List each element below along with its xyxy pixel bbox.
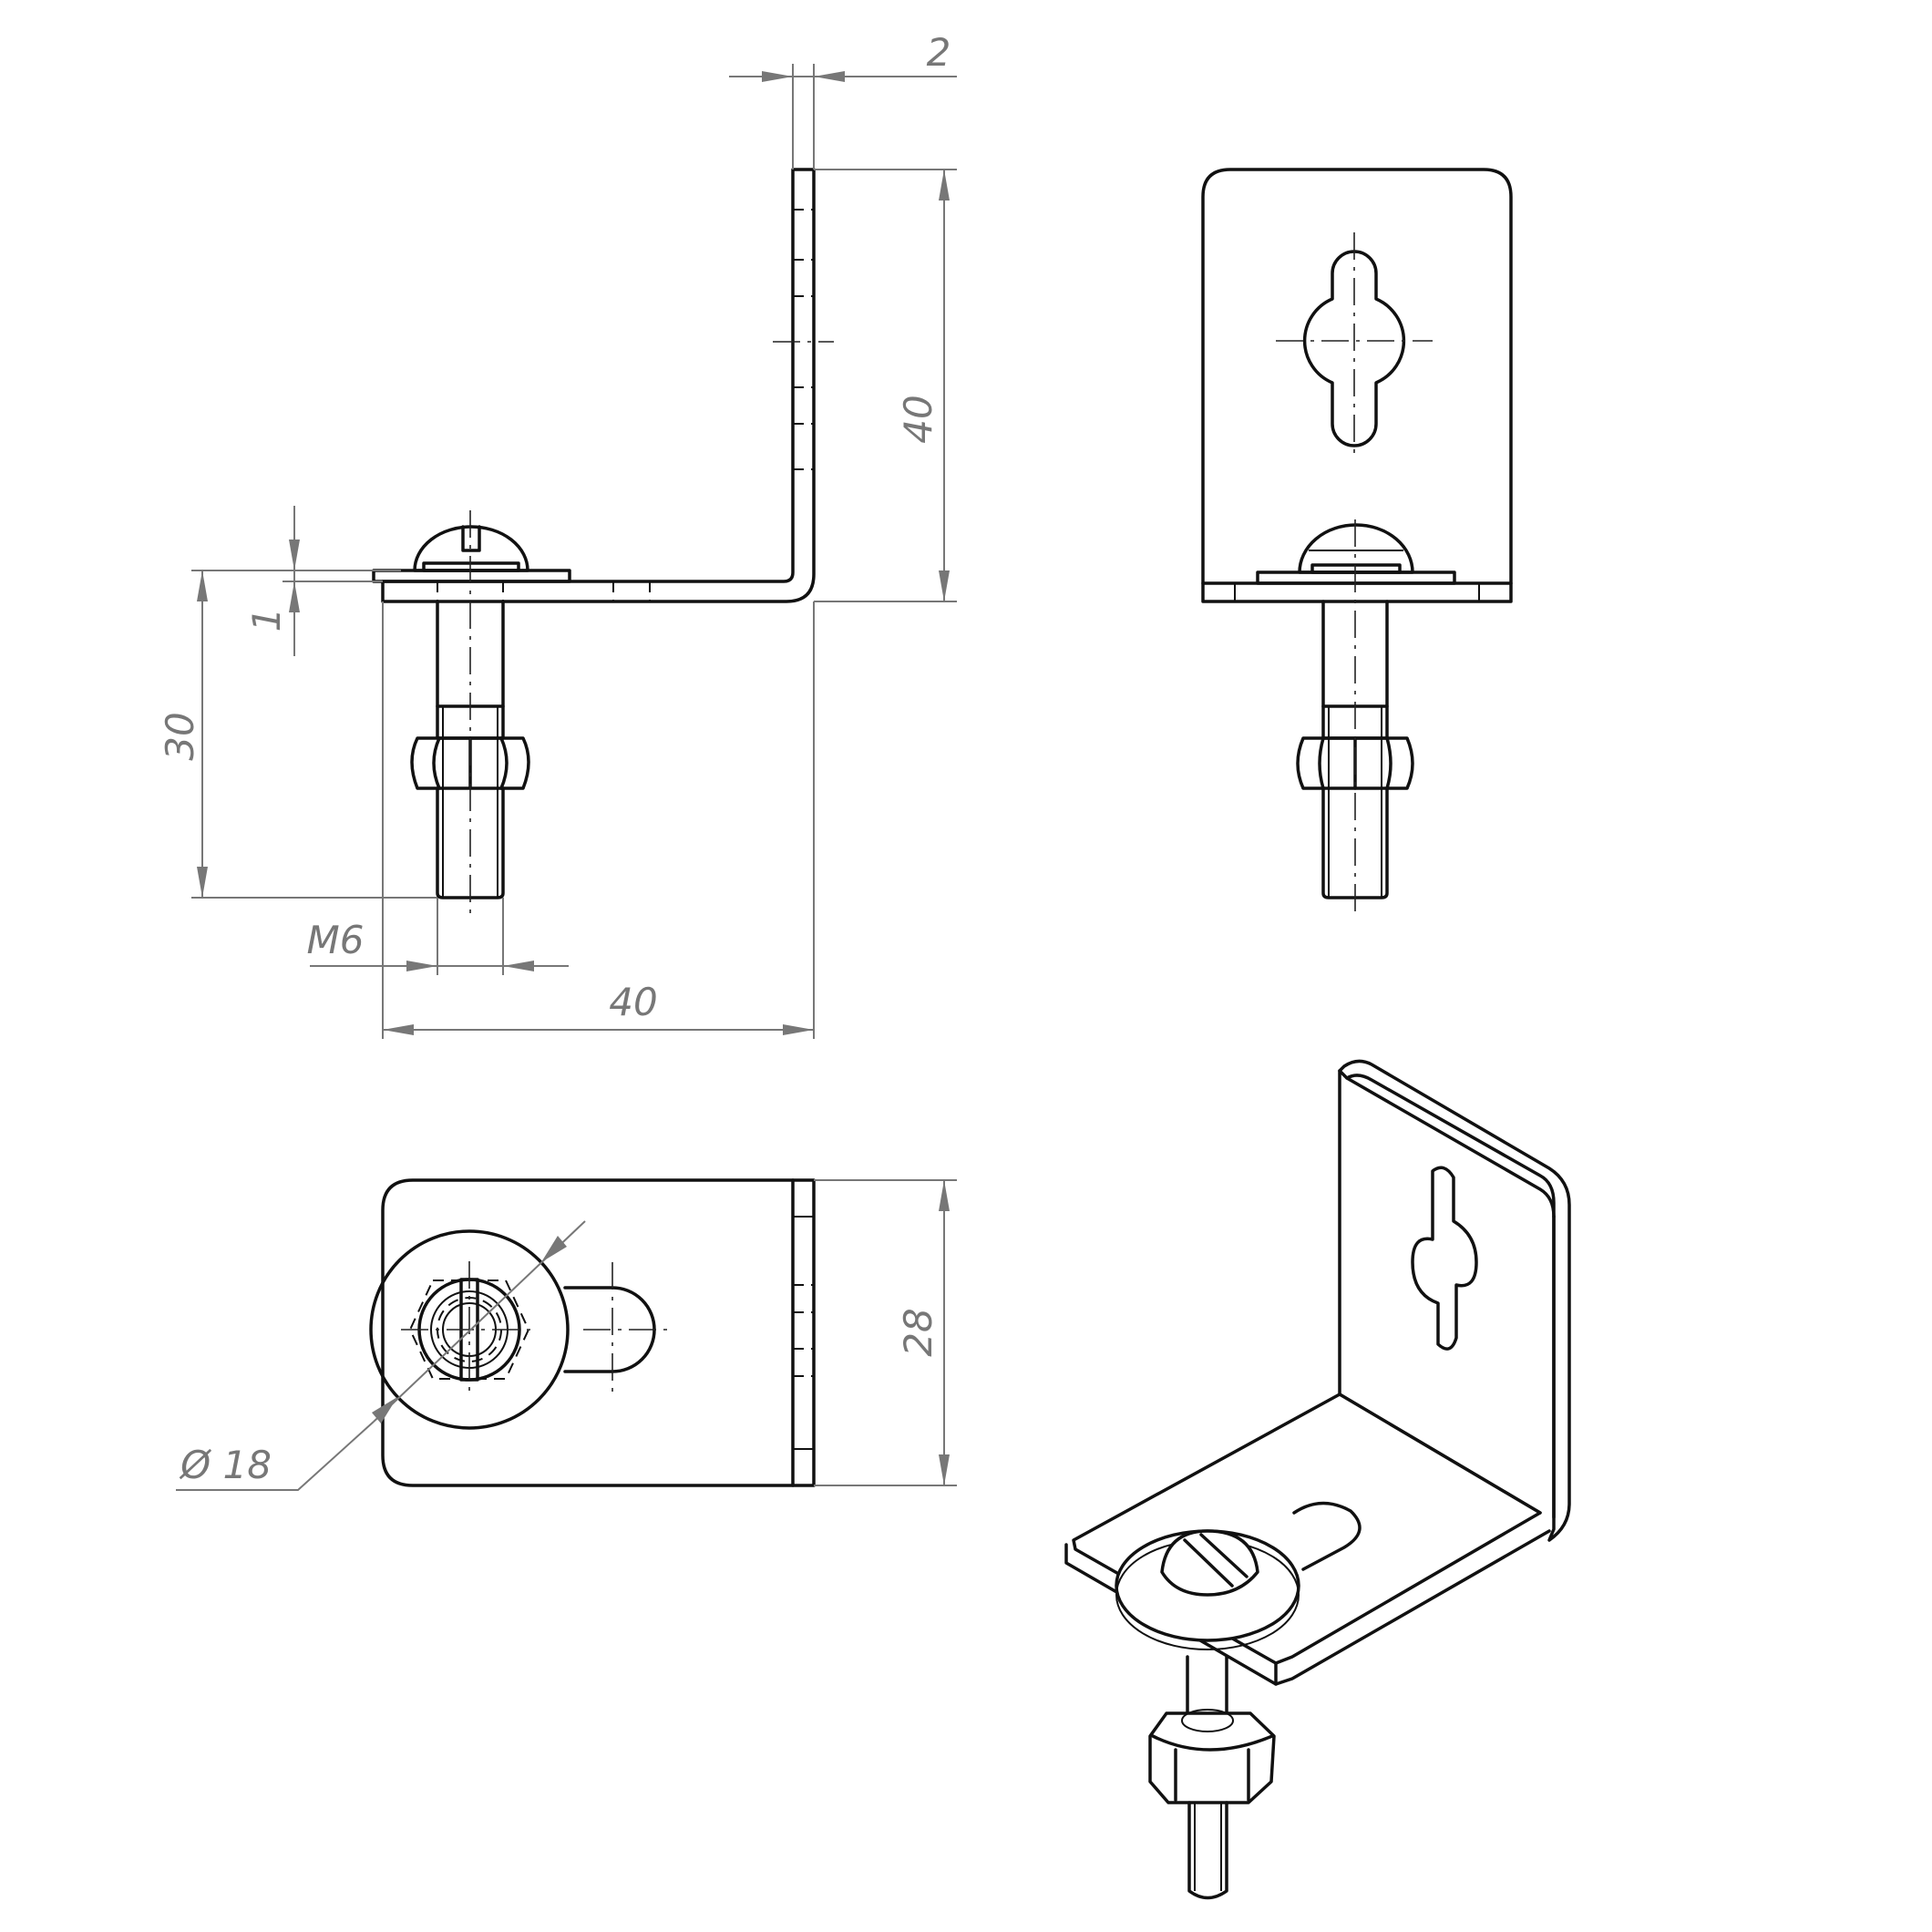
side-view bbox=[1201, 168, 1513, 911]
top-view-dimensions: 28 Ø 18 bbox=[176, 1179, 957, 1491]
top-view bbox=[369, 1178, 816, 1487]
dim-height: 40 bbox=[896, 395, 940, 443]
front-view-dimensions: 2 40 1 30 M6 40 bbox=[158, 30, 957, 1039]
dim-thread: M6 bbox=[307, 918, 365, 962]
dim-washer-thickness: 1 bbox=[244, 608, 289, 632]
dim-width: 28 bbox=[896, 1308, 940, 1356]
front-view bbox=[372, 168, 834, 916]
dim-thickness: 2 bbox=[927, 30, 951, 75]
isometric-view bbox=[1064, 1059, 1571, 1900]
dim-washer-diameter: Ø 18 bbox=[179, 1443, 272, 1487]
dim-bolt-length: 30 bbox=[158, 712, 202, 760]
dim-length: 40 bbox=[609, 980, 657, 1024]
